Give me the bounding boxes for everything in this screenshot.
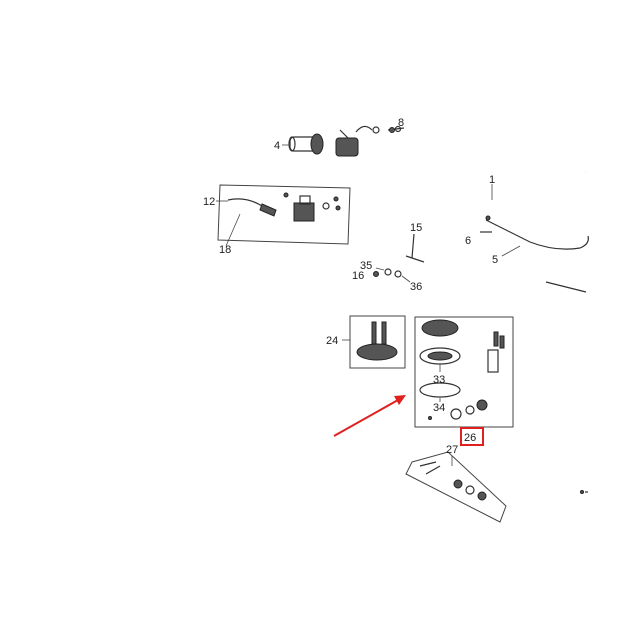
fastener-set-part[interactable]	[373, 267, 411, 283]
switch-housing-part[interactable]	[335, 125, 405, 157]
callout-27[interactable]: 27	[446, 444, 458, 456]
callout-35[interactable]: 35	[360, 260, 372, 272]
callout-4[interactable]: 4	[274, 140, 280, 152]
repair-kit-box	[405, 451, 507, 523]
callout-6[interactable]: 6	[465, 235, 471, 247]
callout-33[interactable]: 33	[433, 374, 445, 386]
callout-8[interactable]: 8	[398, 117, 404, 129]
cable-part[interactable]	[480, 215, 589, 293]
callout-24[interactable]: 24	[326, 335, 338, 347]
handlebar-part[interactable]	[379, 154, 588, 209]
highlight-box	[460, 427, 484, 446]
edge-mark	[580, 490, 588, 494]
callout-18[interactable]: 18	[219, 244, 231, 256]
master-cylinder-box	[342, 315, 406, 369]
red-pointer-arrow	[333, 395, 406, 437]
callout-1[interactable]: 1	[489, 174, 495, 186]
callout-12[interactable]: 12	[203, 196, 215, 208]
callout-5[interactable]: 5	[492, 254, 498, 266]
mirror-bracket-part[interactable]	[405, 233, 425, 263]
callout-36[interactable]: 36	[410, 281, 422, 293]
brake-lever-box	[216, 184, 351, 247]
callout-34[interactable]: 34	[433, 402, 445, 414]
callout-15[interactable]: 15	[410, 222, 422, 234]
throttle-grip-part[interactable]	[282, 133, 324, 155]
callout-16[interactable]: 16	[352, 270, 364, 282]
reservoir-kit-box	[414, 316, 514, 428]
callout-26[interactable]: 26	[464, 432, 476, 444]
